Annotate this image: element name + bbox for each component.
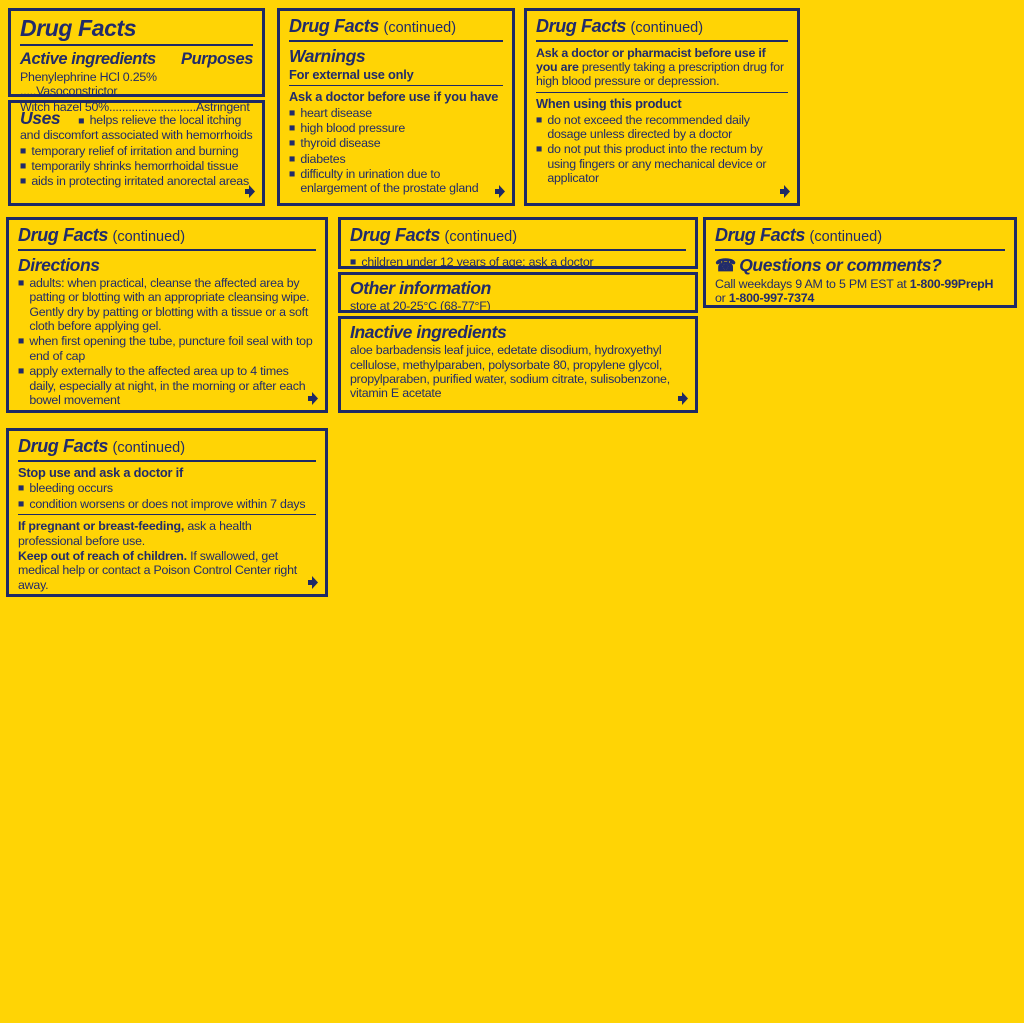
panel-inactive-ingredients: Inactive ingredients aloe barbadensis le… (338, 316, 698, 413)
bullet-square-icon: ■ (536, 143, 543, 156)
bullet-square-icon: ■ (78, 115, 85, 127)
panel-directions: Drug Facts (continued) Directions ■ adul… (6, 217, 328, 413)
bullet-square-icon: ■ (289, 168, 296, 181)
bullet-square-icon: ■ (20, 160, 27, 173)
divider (350, 248, 686, 251)
list-item: ■ adults: when practical, cleanse the af… (18, 275, 310, 334)
uses-first-item: helps relieve the local itching and disc… (20, 113, 253, 143)
list-item: ■ temporarily shrinks hemorrhoidal tissu… (20, 159, 239, 174)
bullet-square-icon: ■ (289, 137, 296, 150)
panel-title: Drug Facts (continued) (715, 225, 883, 245)
active-ingredients-heading: Active ingredients (20, 49, 156, 68)
inactive-ingredients-text: aloe barbadensis leaf juice, edetate dis… (350, 343, 670, 401)
bullet-square-icon: ■ (289, 106, 296, 119)
list-item: ■ high blood pressure (289, 120, 405, 135)
continued-arrow-icon (308, 576, 318, 589)
panel-questions: Drug Facts (continued) ☎Questions or com… (703, 217, 1017, 308)
phone-icon: ☎ (715, 255, 737, 275)
bullet-square-icon: ■ (18, 482, 25, 495)
panel-title: Drug Facts (continued) (536, 16, 704, 36)
active-ingredients-header-row: Active ingredients Purposes (20, 50, 253, 69)
list-item: ■ children under 12 years of age: ask a … (350, 254, 594, 269)
pregnant-warning: If pregnant or breast-feeding, ask a hea… (18, 519, 252, 548)
bullet-square-icon: ■ (18, 335, 25, 348)
drug-facts-title: Drug Facts (20, 15, 137, 41)
divider (536, 39, 788, 42)
bullet-square-icon: ■ (350, 255, 357, 268)
phone-number: 1-800-997-7374 (728, 291, 815, 306)
phone-number: 1-800-99PrepH (909, 277, 994, 292)
divider (289, 84, 503, 86)
uses-heading: Uses (20, 108, 61, 128)
panel-title: Drug Facts (continued) (18, 225, 186, 245)
list-item: ■ do not put this product into the rectu… (536, 142, 767, 186)
list-item: ■ bleeding occurs (18, 481, 113, 496)
storage-text: store at 20-25°C (68-77°F) (350, 299, 491, 314)
continued-arrow-icon (495, 185, 505, 198)
other-information-heading: Other information (350, 278, 491, 298)
continued-arrow-icon (308, 392, 318, 405)
divider (18, 248, 316, 251)
continued-arrow-icon (780, 185, 790, 198)
panel-uses: Uses ■ helps relieve the local itching an… (8, 100, 265, 206)
divider (289, 39, 503, 42)
divider (18, 459, 316, 462)
panel-title: Drug Facts (continued) (350, 225, 518, 245)
bullet-square-icon: ■ (18, 276, 25, 289)
uses-section: Uses ■ helps relieve the local itching an… (20, 108, 253, 143)
list-item: ■ apply externally to the affected area … (18, 364, 306, 407)
list-item: ■ thyroid disease (289, 136, 381, 151)
stop-use-heading: Stop use and ask a doctor if (18, 464, 184, 480)
list-item: ■ temporary relief of irritation and bur… (20, 143, 239, 158)
list-item: ■ difficulty in urination due to enlarge… (289, 167, 479, 196)
inactive-ingredients-heading: Inactive ingredients (350, 322, 507, 342)
list-item: ■ do not exceed the recommended daily do… (536, 112, 750, 141)
warnings-heading: Warnings (289, 45, 366, 66)
panel-other-information: Other information store at 20-25°C (68-7… (338, 272, 698, 313)
panel-title: Drug Facts (continued) (289, 16, 457, 36)
ingredient-line: Phenylephrine HCl 0.25% .....Vasoconstri… (20, 69, 157, 99)
panel-warnings: Drug Facts (continued) Warnings For exte… (277, 8, 515, 206)
divider (20, 43, 253, 46)
ask-pharmacist-paragraph: Ask a doctor or pharmacist before use if… (536, 45, 784, 89)
list-item: ■ when first opening the tube, puncture … (18, 334, 313, 363)
divider (18, 514, 316, 516)
panel-title: Drug Facts (continued) (18, 436, 186, 456)
bullet-square-icon: ■ (289, 121, 296, 134)
panel-ask-pharmacist: Drug Facts (continued) Ask a doctor or p… (524, 8, 800, 206)
call-info-text: Call weekdays 9 AM to 5 PM EST at 1-800-… (715, 277, 994, 306)
list-item: ■ aids in protecting irritated anorectal… (20, 174, 249, 189)
panel-stop-use: Drug Facts (continued) Stop use and ask … (6, 428, 328, 597)
continued-arrow-icon (245, 185, 255, 198)
keep-out-of-reach-warning: Keep out of reach of children. If swallo… (18, 548, 297, 592)
when-using-heading: When using this product (536, 95, 682, 111)
divider (536, 91, 788, 93)
list-item: ■ condition worsens or does not improve … (18, 496, 306, 511)
bullet-square-icon: ■ (18, 497, 25, 510)
bullet-square-icon: ■ (289, 152, 296, 165)
questions-heading: Questions or comments? (739, 254, 942, 275)
bullet-square-icon: ■ (20, 144, 27, 157)
panel-active-ingredients: Drug Facts Active ingredients Purposes P… (8, 8, 265, 114)
ingredient-line: Witch hazel 50%.........................… (20, 99, 250, 114)
purposes-heading: Purposes (181, 49, 253, 68)
continued-arrow-icon (678, 392, 688, 405)
list-item: ■ heart disease (289, 105, 372, 120)
external-use-text: For external use only (289, 66, 414, 82)
panel-children: Drug Facts (continued) ■ children under … (338, 217, 698, 269)
bullet-square-icon: ■ (18, 365, 25, 378)
bullet-square-icon: ■ (536, 113, 543, 126)
questions-heading-row: ☎Questions or comments? (715, 255, 1005, 277)
list-item: ■ diabetes (289, 151, 346, 166)
directions-heading: Directions (18, 254, 100, 275)
divider (715, 248, 1005, 251)
bullet-square-icon: ■ (20, 175, 27, 188)
ask-doctor-heading: Ask a doctor before use if you have (289, 88, 499, 104)
